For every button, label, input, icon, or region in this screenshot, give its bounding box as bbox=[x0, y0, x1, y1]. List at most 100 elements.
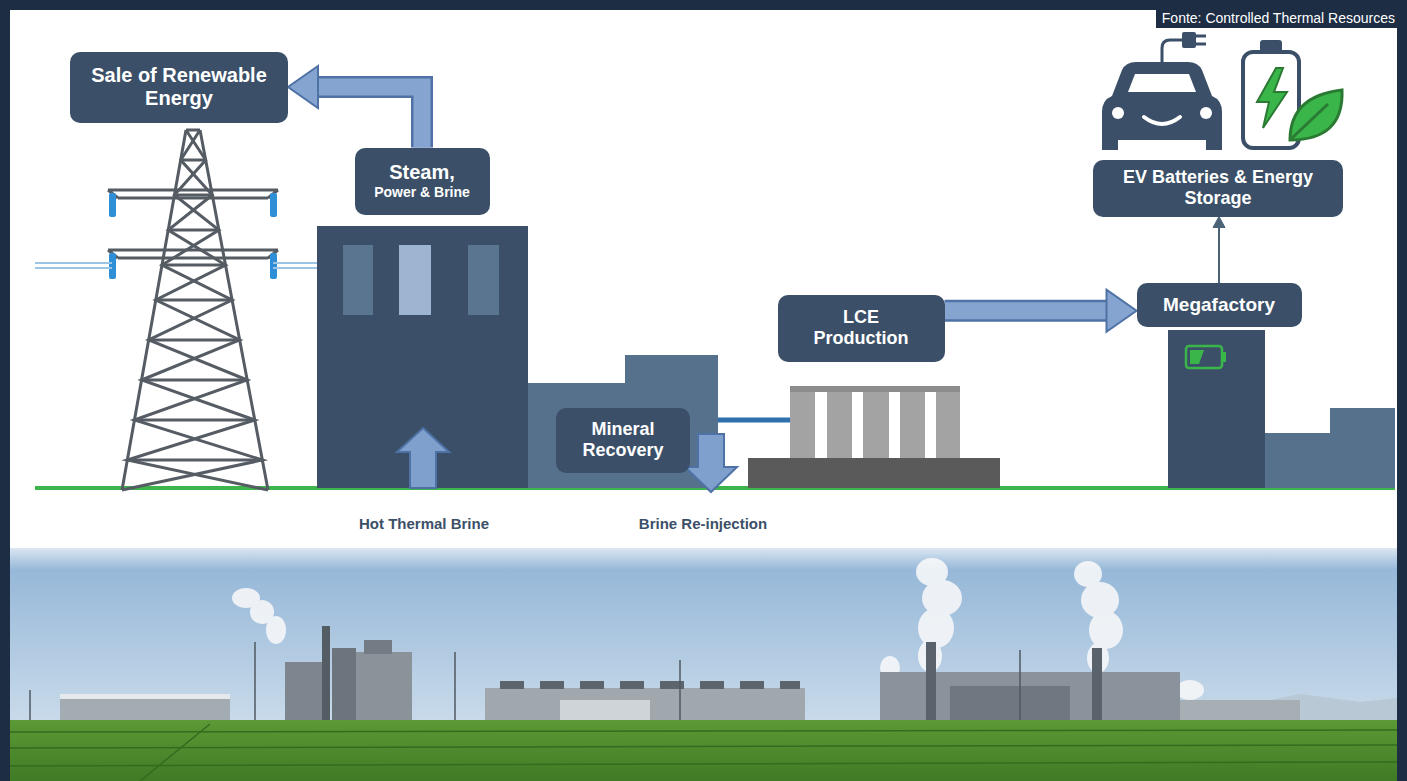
fan bbox=[780, 681, 800, 689]
plug bbox=[1182, 32, 1196, 48]
pole bbox=[254, 642, 256, 722]
arrow-shaft-fill bbox=[945, 302, 1109, 319]
up-arrow bbox=[397, 428, 449, 488]
column bbox=[863, 390, 889, 458]
window bbox=[468, 245, 499, 315]
stack bbox=[1092, 648, 1102, 722]
down-arrow bbox=[685, 434, 737, 492]
factory-building bbox=[1330, 408, 1395, 488]
flow-label: Hot Thermal Brine bbox=[359, 515, 489, 533]
pole bbox=[1019, 650, 1021, 722]
box-text: Power & Brine bbox=[374, 184, 470, 200]
plume-puff bbox=[1089, 611, 1123, 649]
row bbox=[10, 762, 1397, 766]
column bbox=[827, 390, 852, 458]
sky bbox=[10, 548, 1397, 781]
fan bbox=[500, 681, 524, 689]
row bbox=[10, 745, 1397, 748]
wire bbox=[273, 262, 317, 264]
column bbox=[790, 390, 815, 458]
arrow-shaft bbox=[1218, 226, 1220, 284]
insulators bbox=[109, 193, 277, 279]
transmission-tower bbox=[108, 130, 278, 490]
source-note: Fonte: Controlled Thermal Resources bbox=[1156, 9, 1401, 28]
car-light bbox=[1200, 107, 1212, 119]
tower-lattice bbox=[122, 130, 262, 490]
fan bbox=[540, 681, 564, 689]
building bbox=[485, 688, 805, 722]
battery-icon bbox=[1186, 346, 1222, 368]
roof bbox=[60, 694, 230, 699]
wire bbox=[273, 267, 317, 269]
tower-legs bbox=[122, 130, 268, 490]
car-windshield bbox=[1128, 74, 1196, 92]
flow-arrow bbox=[288, 66, 422, 148]
tower-bars bbox=[127, 130, 262, 460]
plant-base bbox=[748, 458, 1000, 488]
field bbox=[10, 720, 1397, 781]
pipe bbox=[718, 418, 790, 423]
wire bbox=[35, 267, 112, 269]
lightning bbox=[1257, 68, 1287, 128]
process-box: Megafactory bbox=[1137, 283, 1302, 327]
power-plant bbox=[317, 226, 528, 488]
car-smile bbox=[1144, 117, 1180, 124]
battery-charge bbox=[1190, 350, 1204, 364]
leaf bbox=[1290, 90, 1342, 140]
column bbox=[900, 390, 925, 458]
diagram-ground bbox=[10, 10, 1397, 555]
pole bbox=[29, 690, 31, 722]
flow-arrow bbox=[1213, 217, 1225, 284]
process-box: EV Batteries & Energy Storage bbox=[1093, 160, 1343, 217]
arrow-head bbox=[1213, 217, 1225, 228]
process-box: Steam,Power & Brine bbox=[355, 148, 490, 215]
insulator bbox=[109, 253, 116, 279]
plant-buildings bbox=[30, 626, 1300, 722]
row bbox=[140, 724, 210, 781]
car-light bbox=[1112, 107, 1124, 119]
cooling-tower bbox=[950, 686, 1070, 722]
building bbox=[285, 662, 325, 722]
plant-top bbox=[790, 386, 960, 392]
leaf-stem bbox=[1292, 104, 1328, 138]
photo bbox=[10, 538, 1397, 781]
wires bbox=[35, 263, 317, 268]
tower-lattice bbox=[127, 130, 268, 490]
box-text: Sale of Renewable Energy bbox=[84, 64, 274, 110]
process-box: Sale of Renewable Energy bbox=[70, 52, 288, 123]
column bbox=[936, 390, 960, 458]
fan bbox=[620, 681, 644, 689]
cooling-fans bbox=[500, 681, 800, 689]
building bbox=[560, 700, 650, 722]
battery-leaf-icon bbox=[1243, 40, 1342, 148]
megafactory-building bbox=[1168, 330, 1265, 488]
crossarm bbox=[108, 190, 278, 258]
plume-puff bbox=[266, 616, 286, 644]
arrow-head bbox=[1107, 290, 1137, 332]
box-text: Mineral Recovery bbox=[570, 419, 676, 460]
arrow-shaft-fill bbox=[316, 87, 422, 148]
car-icon bbox=[1102, 32, 1222, 150]
field-rows bbox=[10, 724, 1397, 781]
stack bbox=[926, 642, 936, 722]
pole bbox=[454, 652, 456, 722]
insulator bbox=[270, 193, 277, 217]
arrow-head bbox=[288, 66, 318, 108]
window bbox=[343, 245, 373, 315]
car-body bbox=[1102, 62, 1222, 150]
building bbox=[332, 648, 356, 722]
building bbox=[1180, 700, 1300, 722]
flow-arrow bbox=[945, 290, 1137, 332]
building bbox=[364, 640, 392, 654]
box-text: LCE Production bbox=[802, 307, 921, 348]
stack bbox=[322, 626, 330, 722]
factory-building bbox=[1265, 433, 1330, 488]
insulator bbox=[270, 253, 277, 279]
arrow-shaft bbox=[945, 300, 1109, 322]
process-box: LCE Production bbox=[778, 295, 945, 362]
pole bbox=[679, 660, 681, 722]
box-text: Steam, bbox=[389, 161, 455, 184]
wire bbox=[35, 262, 112, 264]
